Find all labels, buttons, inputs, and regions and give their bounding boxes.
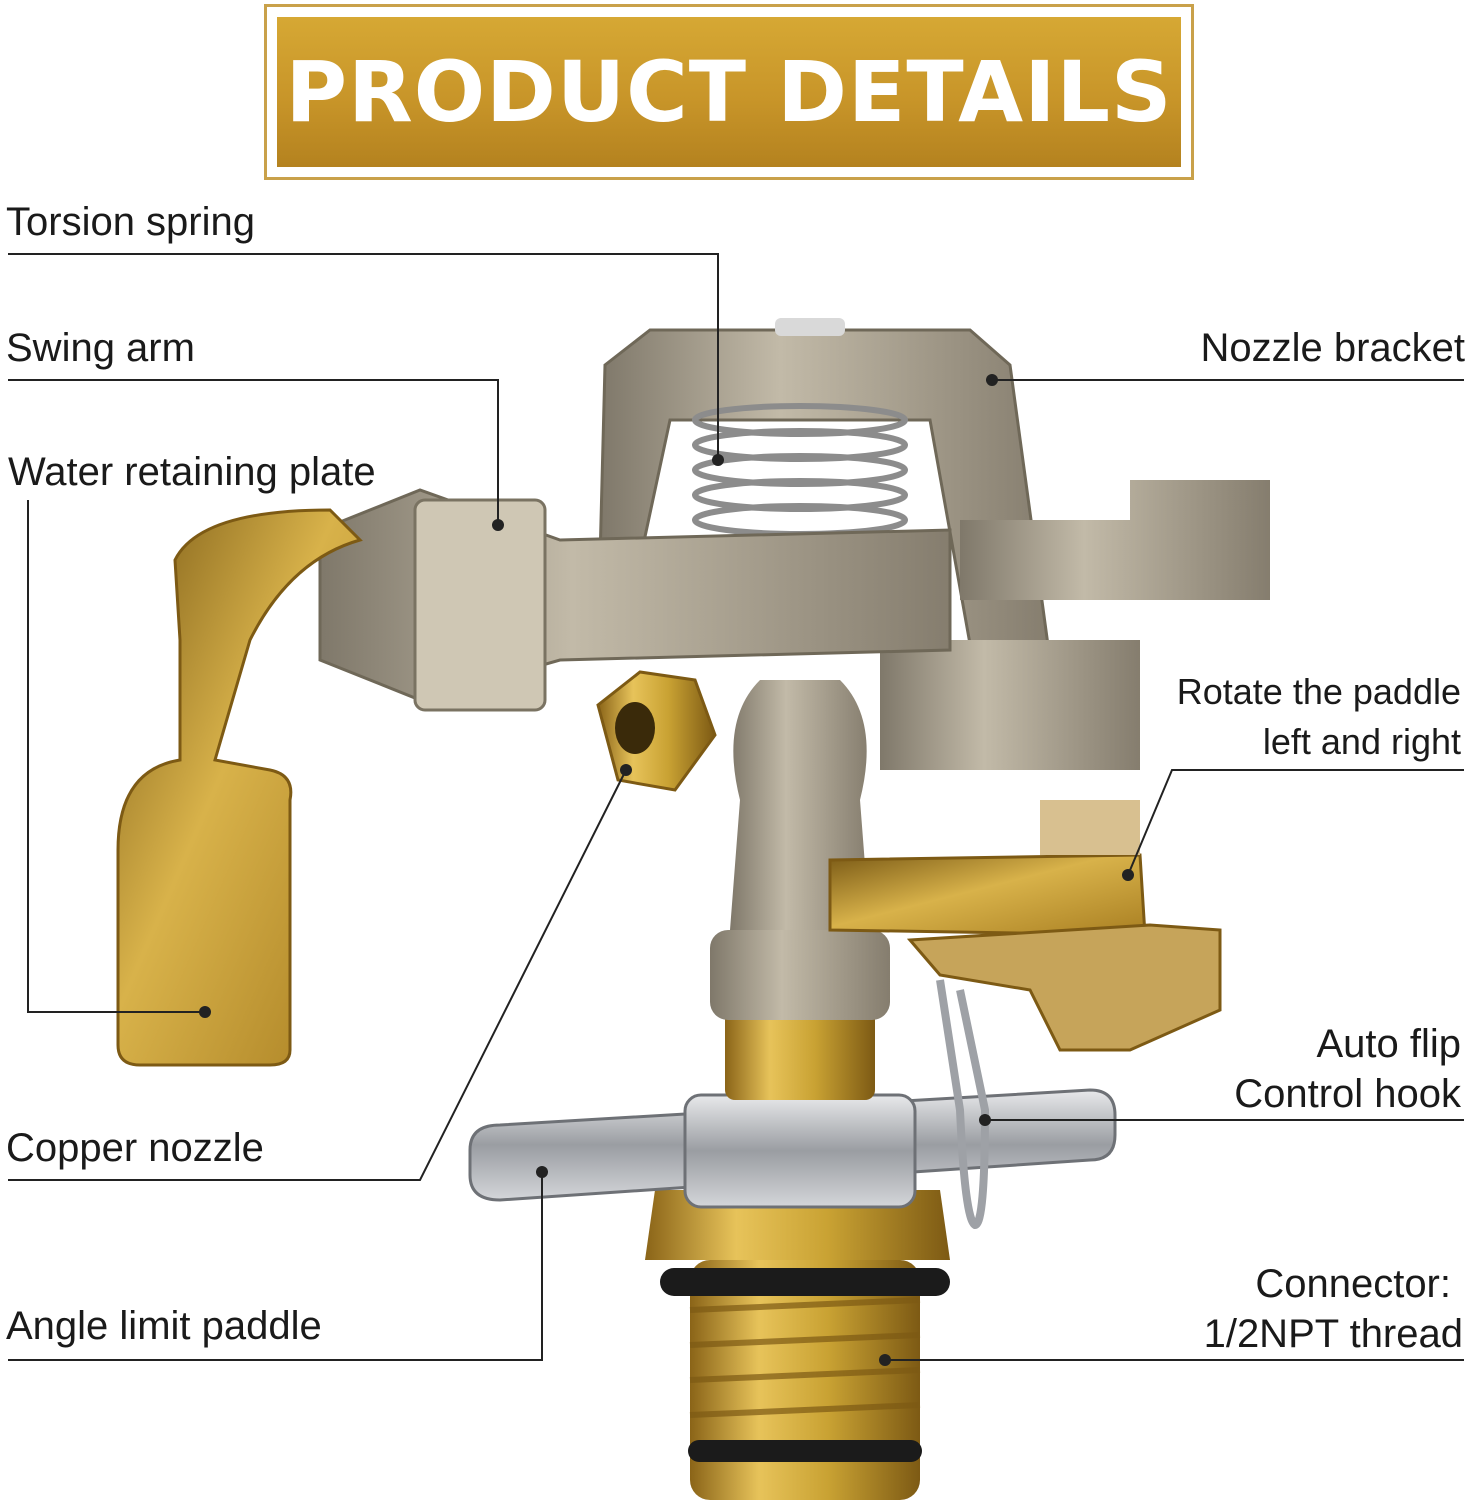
- title-banner-fill: PRODUCT DETAILS: [277, 17, 1181, 167]
- title-banner: PRODUCT DETAILS: [264, 4, 1194, 180]
- nozzle-orifice: [615, 702, 655, 754]
- label-rotate-paddle-line1: Rotate the paddle: [1176, 671, 1461, 712]
- o-ring-lower: [688, 1440, 922, 1462]
- water-retaining-plate-shape: [116, 508, 363, 1067]
- steel-collar: [683, 1093, 917, 1209]
- label-water-retaining-plate: Water retaining plate: [8, 450, 376, 494]
- leader-lines: [8, 253, 1464, 1361]
- bracket-pin: [775, 318, 845, 336]
- sprinkler-body: [116, 318, 1270, 1500]
- o-ring-upper: [660, 1268, 950, 1296]
- body-collar: [710, 930, 890, 1020]
- label-copper-nozzle: Copper nozzle: [6, 1126, 264, 1170]
- body-right-arm: [880, 640, 1140, 770]
- label-torsion-spring: Torsion spring: [6, 200, 256, 244]
- label-connector-line2: 1/2NPT thread: [1203, 1312, 1463, 1356]
- label-nozzle-bracket: Nozzle bracket: [1200, 326, 1465, 370]
- label-auto-flip-line1: Auto flip: [1316, 1022, 1461, 1066]
- brass-riser: [725, 1010, 875, 1100]
- rotate-paddle-shape: [828, 853, 1147, 937]
- label-auto-flip-line2: Control hook: [1234, 1072, 1461, 1116]
- label-rotate-paddle-line2: left and right: [1262, 721, 1461, 762]
- control-hook-shape: [936, 979, 990, 1230]
- label-angle-limit-paddle: Angle limit paddle: [6, 1304, 322, 1348]
- leader-dots: [199, 374, 1134, 1366]
- copper-nozzle-shape: [596, 670, 717, 792]
- label-swing-arm: Swing arm: [6, 326, 195, 370]
- flip-mechanism: [906, 923, 1222, 1052]
- paddle-mount: [1040, 800, 1140, 855]
- rotor-arm: [960, 480, 1270, 600]
- banner-title: PRODUCT DETAILS: [285, 43, 1173, 141]
- label-connector-line1: Connector:: [1255, 1262, 1451, 1306]
- torsion-spring-shape: [692, 403, 908, 537]
- swing-arm-cup: [413, 498, 547, 712]
